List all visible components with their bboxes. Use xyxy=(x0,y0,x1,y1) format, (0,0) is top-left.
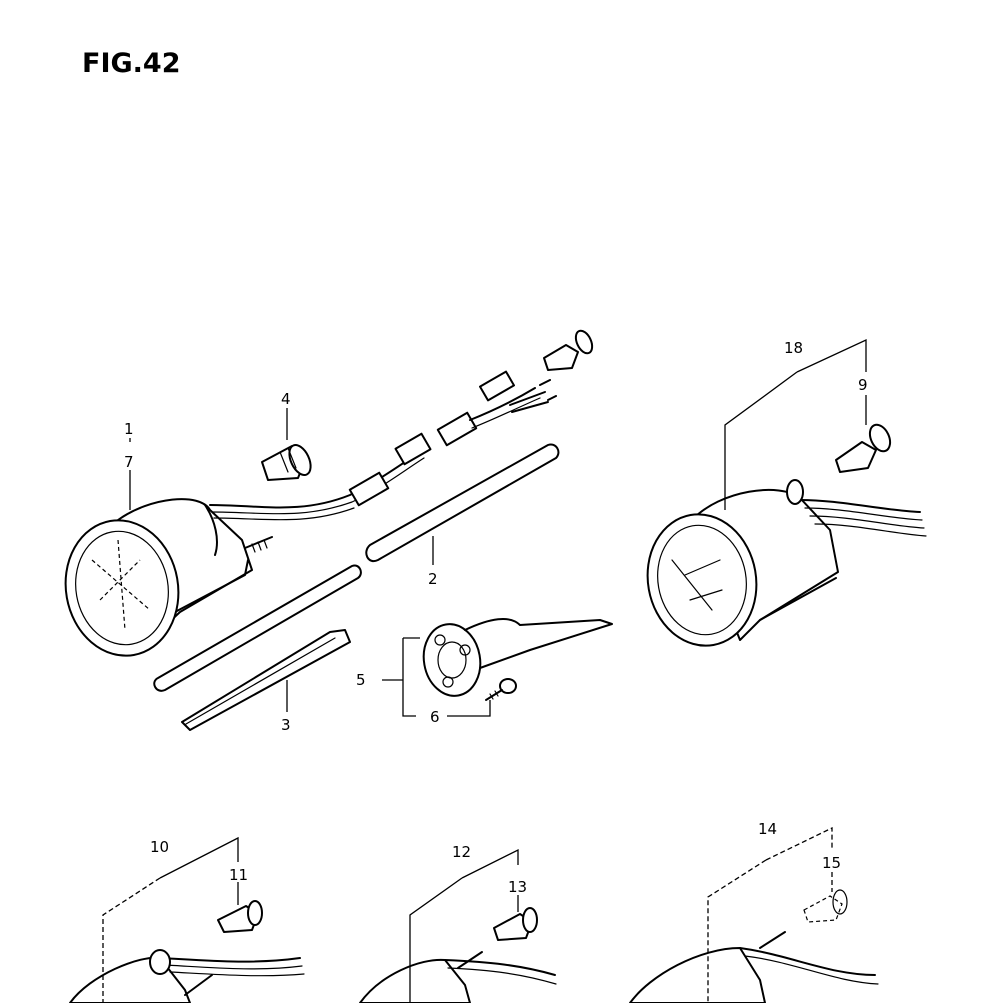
figure-title: FIG.42 xyxy=(82,48,180,79)
callout-15: 15 xyxy=(822,854,841,872)
part-2-cable xyxy=(153,443,560,692)
callout-1: 1 xyxy=(124,420,134,438)
part-9-bulb xyxy=(835,423,892,473)
part-4-bulb xyxy=(261,444,312,481)
callout-10: 10 xyxy=(150,838,169,856)
callout-2: 2 xyxy=(428,570,438,588)
part-10-gauge xyxy=(69,949,305,1003)
part-3-strip xyxy=(181,629,351,731)
callout-13: 13 xyxy=(508,878,527,896)
part-12-gauge xyxy=(359,951,557,1003)
callout-18: 18 xyxy=(784,339,803,357)
part-1-gauge xyxy=(64,370,557,657)
part-14-gauge xyxy=(629,931,879,1003)
callout-labels: 1 7 4 2 3 5 6 18 9 10 11 12 13 14 15 xyxy=(124,339,868,896)
callout-3: 3 xyxy=(281,716,291,734)
callout-9: 9 xyxy=(858,376,868,394)
callout-14: 14 xyxy=(758,820,777,838)
harness-bulb xyxy=(543,329,594,371)
callout-12: 12 xyxy=(452,843,471,861)
part-13-bulb xyxy=(493,907,538,941)
callout-4: 4 xyxy=(281,390,291,408)
callout-5: 5 xyxy=(356,671,366,689)
callout-7: 7 xyxy=(124,453,134,471)
part-6-screw xyxy=(485,678,517,701)
callout-11: 11 xyxy=(229,866,248,884)
callout-6: 6 xyxy=(430,708,440,726)
part-18-gauge xyxy=(646,479,927,647)
part-5-socket xyxy=(422,618,613,697)
leader-lines xyxy=(102,338,867,1003)
part-11-bulb xyxy=(217,900,263,933)
part-15-bulb xyxy=(803,889,848,923)
